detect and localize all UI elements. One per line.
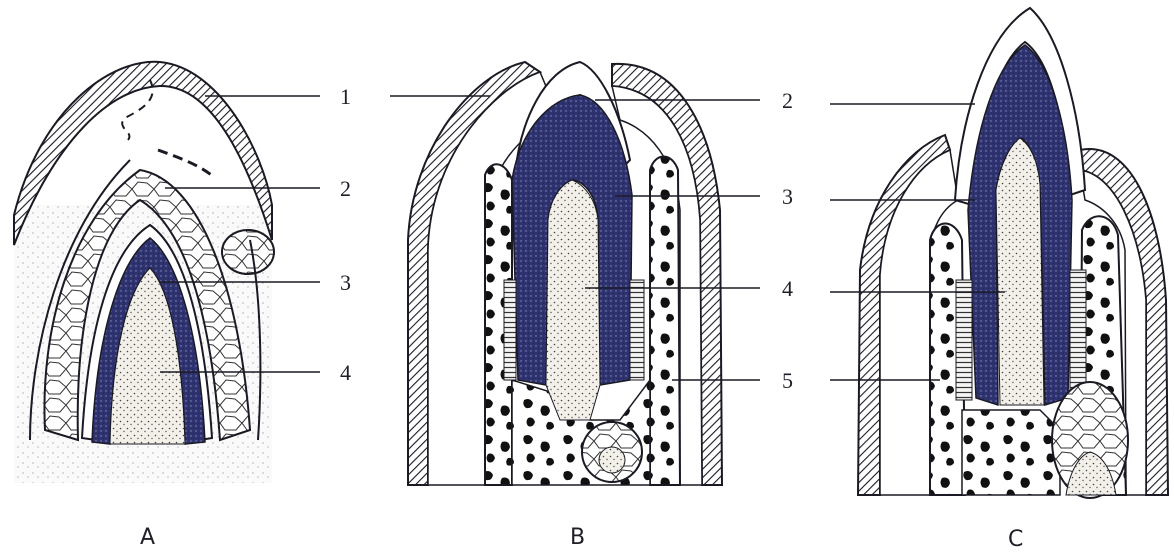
panel-c-periodontal-ligament-left bbox=[956, 280, 972, 400]
caption-b: B bbox=[570, 525, 585, 550]
panel-captions: A B C bbox=[140, 525, 1023, 552]
label-a-2: 2 bbox=[340, 176, 351, 201]
label-a-4: 4 bbox=[340, 360, 351, 385]
panel-c-alveolar-bone-base bbox=[962, 410, 1060, 495]
panel-b-pulp bbox=[546, 180, 600, 420]
label-b-5: 5 bbox=[782, 368, 793, 393]
panel-a bbox=[14, 62, 274, 483]
label-b-2: 2 bbox=[782, 88, 793, 113]
panel-b-successor-papilla bbox=[599, 447, 625, 473]
panel-b-periodontal-ligament-right bbox=[630, 280, 644, 380]
panel-a-successional-bud bbox=[222, 230, 274, 274]
panel-a-dashed-epithelium bbox=[158, 150, 215, 178]
panel-c-periodontal-ligament-right bbox=[1070, 270, 1086, 390]
label-b-3: 3 bbox=[782, 184, 793, 209]
panel-c bbox=[858, 8, 1168, 498]
label-a-1: 1 bbox=[340, 84, 351, 109]
caption-c: C bbox=[1008, 527, 1023, 552]
caption-a: A bbox=[140, 525, 155, 550]
label-b-4: 4 bbox=[782, 276, 793, 301]
label-a-3: 3 bbox=[340, 270, 351, 295]
panel-b-periodontal-ligament-left bbox=[504, 280, 516, 380]
panel-c-pulp bbox=[996, 138, 1044, 405]
panel-b bbox=[408, 62, 722, 485]
panel-b-alveolar-bone-right bbox=[650, 157, 680, 486]
